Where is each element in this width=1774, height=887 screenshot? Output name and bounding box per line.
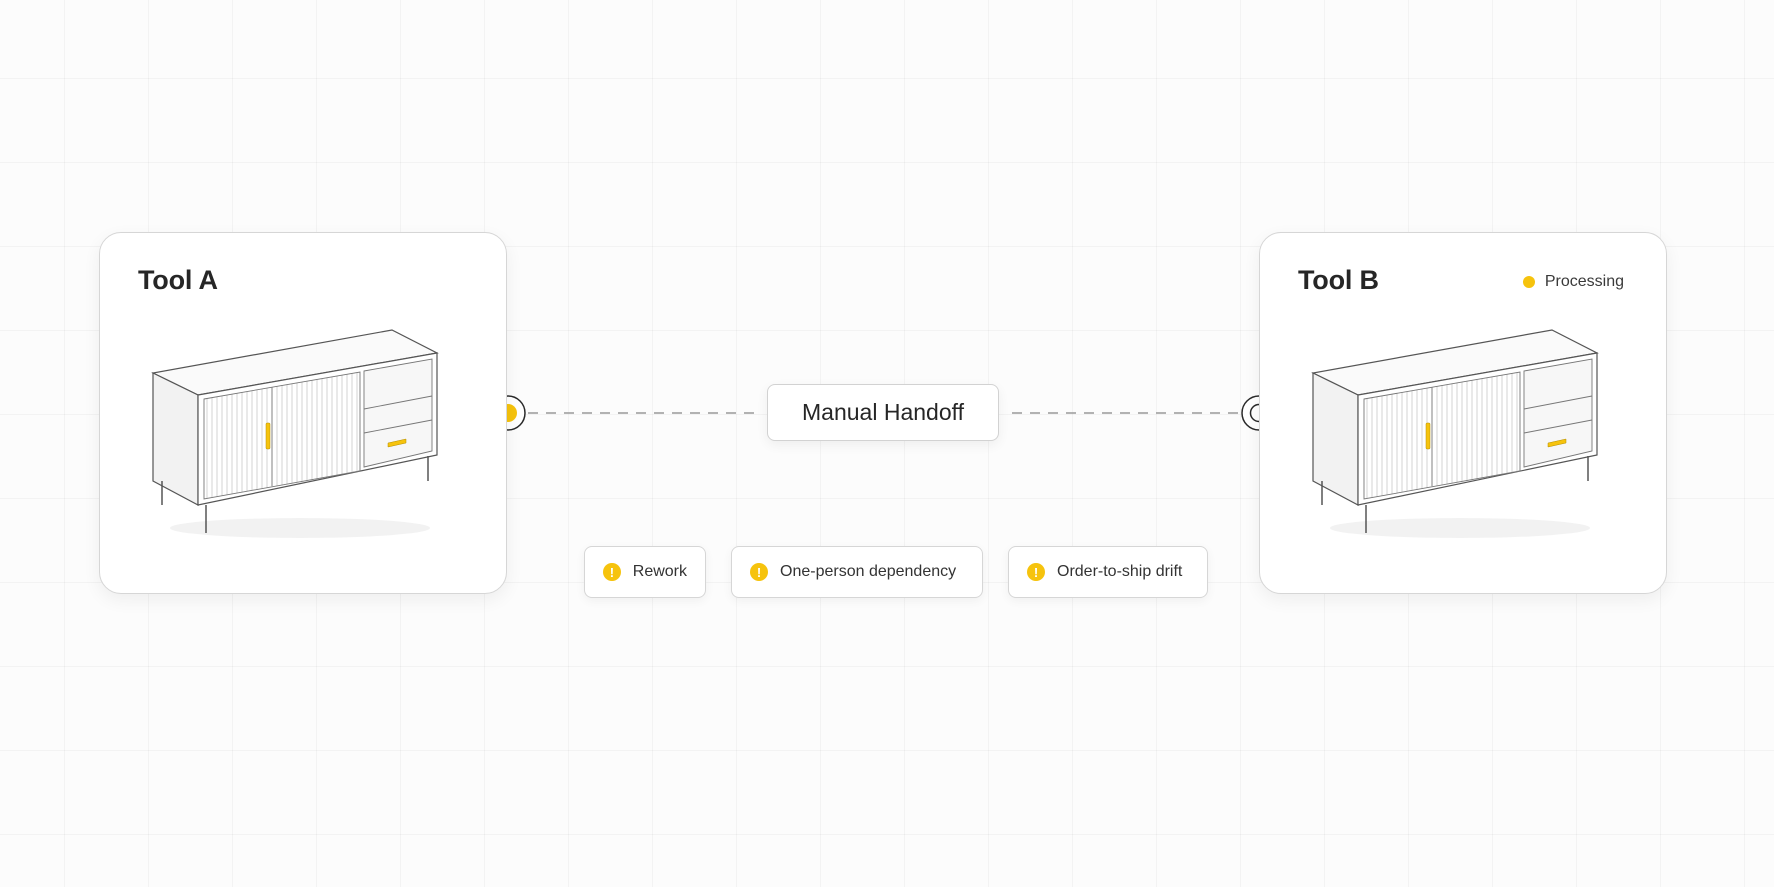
status-dot-icon [1522,276,1535,288]
issue-label: Rework [632,563,687,580]
manual-handoff-label: Manual Handoff [802,399,964,425]
issue-chip-rework[interactable]: ! Rework [584,546,706,598]
status-label: Processing [1544,273,1624,290]
tool-a-card[interactable]: Tool A [99,232,507,594]
tool-a-title: Tool A [138,265,218,295]
warning-icon: ! [603,563,621,581]
warning-icon: ! [1027,563,1045,581]
tool-b-card[interactable]: Tool B Processing [1259,232,1667,594]
status-badge: Processing [1522,273,1624,291]
issue-label: One-person dependency [780,563,957,580]
sideboard-cabinet-icon [151,329,439,538]
issue-chip-one-person-dependency[interactable]: ! One-person dependency [731,546,983,598]
sideboard-cabinet-icon [1311,329,1599,538]
issue-chip-order-to-ship-drift[interactable]: ! Order-to-ship drift [1008,546,1208,598]
tool-b-title: Tool B [1298,265,1379,295]
warning-icon: ! [750,563,768,581]
issue-label: Order-to-ship drift [1057,563,1183,580]
manual-handoff-box[interactable]: Manual Handoff [767,384,999,441]
